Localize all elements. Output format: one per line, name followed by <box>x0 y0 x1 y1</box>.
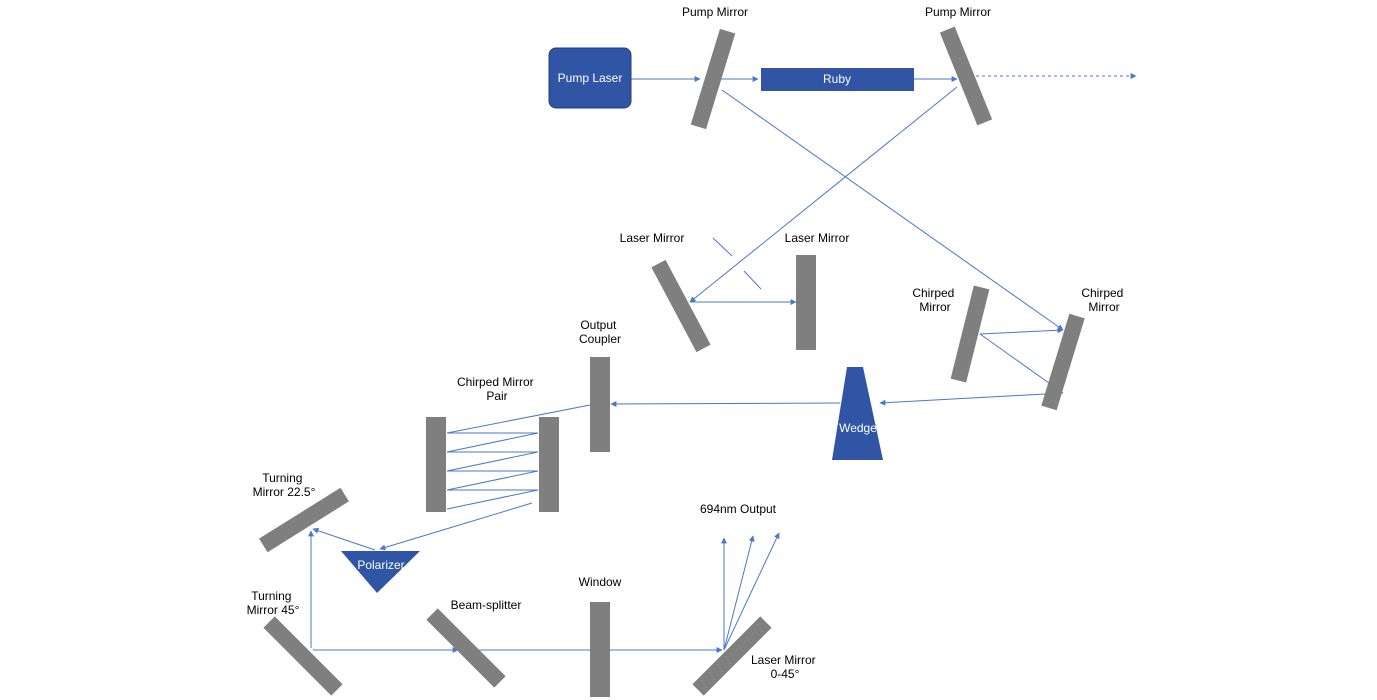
window <box>590 602 610 697</box>
chirped-mirror-right <box>1041 313 1085 411</box>
turning-mirror-22-line-1: Turning <box>262 471 302 485</box>
ruby-rod <box>761 68 914 91</box>
tick-mark-2 <box>743 270 762 290</box>
pump-mirror-left <box>690 28 736 130</box>
laser-mirror-left-label: Laser Mirror <box>620 231 685 245</box>
beam-chirped-pair-zigzag <box>446 404 591 510</box>
laser-mirror-right <box>796 255 816 350</box>
turning-mirror-22-line-2: Mirror 22.5° <box>253 485 316 499</box>
beam-output-3 <box>723 532 780 651</box>
output-coupler-label: Output Coupler <box>579 318 621 346</box>
tick-mark-1 <box>712 237 733 257</box>
chirped-mirror-left <box>950 285 990 383</box>
chirped-pair-mirror-right <box>539 417 559 512</box>
chirped-mirror-left-line-2: Mirror <box>919 300 950 314</box>
chirped-mirror-pair-label: Chirped Mirror Pair <box>457 375 537 403</box>
polarizer-shape <box>341 551 420 593</box>
beam-pump-mirror-to-chirped <box>721 89 1064 331</box>
pump-mirror-right <box>939 26 993 126</box>
ruby-label: Ruby <box>823 72 851 86</box>
window-label: Window <box>579 575 622 589</box>
pump-laser-box <box>548 47 632 109</box>
chirped-mirror-left-label: Chirped Mirror <box>912 286 957 314</box>
beam-output-2 <box>723 535 755 651</box>
chirped-mirror-left-line-1: Chirped <box>912 286 954 300</box>
beam-chirped-to-wedge <box>879 392 1064 406</box>
turning-mirror-45-label: Turning Mirror 45° <box>247 589 300 617</box>
turning-mirror-45-line-1: Turning <box>251 589 291 603</box>
wedge-label: Wedge <box>839 421 877 435</box>
chirped-mirror-pair-line-1: Chirped Mirror <box>457 375 534 389</box>
chirped-mirror-pair-line-2: Pair <box>486 389 507 403</box>
chirped-mirror-right-line-2: Mirror <box>1088 300 1119 314</box>
laser-mirror-out-line-1: Laser Mirror <box>751 653 816 667</box>
output-coupler-line-1: Output <box>580 318 617 332</box>
beam-polarizer-to-turning <box>312 527 376 551</box>
turning-mirror-22 <box>259 487 349 553</box>
beam-wedge-to-coupler <box>610 400 841 407</box>
laser-mirror-output <box>692 616 772 696</box>
wedge: Wedge <box>832 367 883 460</box>
output-coupler-mirror <box>590 357 610 452</box>
laser-mirror-left <box>651 259 711 353</box>
chirped-mirror-right-label: Chirped Mirror <box>1081 286 1126 314</box>
turning-mirror-45-line-2: Mirror 45° <box>247 603 300 617</box>
laser-mirror-out-label: Laser Mirror 0-45° <box>751 653 819 681</box>
pump-laser: Pump Laser <box>548 47 632 109</box>
beam-pair-to-polarizer <box>379 502 533 551</box>
turning-mirror-22-label: Turning Mirror 22.5° <box>253 471 316 499</box>
pump-mirror-right-label: Pump Mirror <box>925 5 991 19</box>
beam-chirped-cross-1 <box>979 327 1064 335</box>
laser-mirror-right-label: Laser Mirror <box>785 231 850 245</box>
pump-laser-label: Pump Laser <box>558 71 623 85</box>
beam-pump-mirror-to-laser-mirror <box>689 86 958 303</box>
turning-mirror-45 <box>263 616 343 696</box>
ruby-crystal: Ruby <box>761 68 914 91</box>
wedge-shape <box>832 367 883 460</box>
laser-mirror-out-line-2: 0-45° <box>771 667 800 681</box>
output-coupler-line-2: Coupler <box>579 332 621 346</box>
beam-splitter-label: Beam-splitter <box>451 598 522 612</box>
output-694-label: 694nm Output <box>700 502 777 516</box>
labels: Pump Mirror Pump Mirror Laser Mirror Las… <box>247 5 1126 681</box>
pump-mirror-left-label: Pump Mirror <box>682 5 748 19</box>
beam-paths <box>308 73 1137 653</box>
chirped-mirror-right-line-1: Chirped <box>1081 286 1123 300</box>
chirped-pair-mirror-left <box>426 417 446 512</box>
polarizer: Polarizer <box>341 551 420 593</box>
polarizer-label: Polarizer <box>357 558 404 572</box>
beam-splitter <box>426 608 506 688</box>
